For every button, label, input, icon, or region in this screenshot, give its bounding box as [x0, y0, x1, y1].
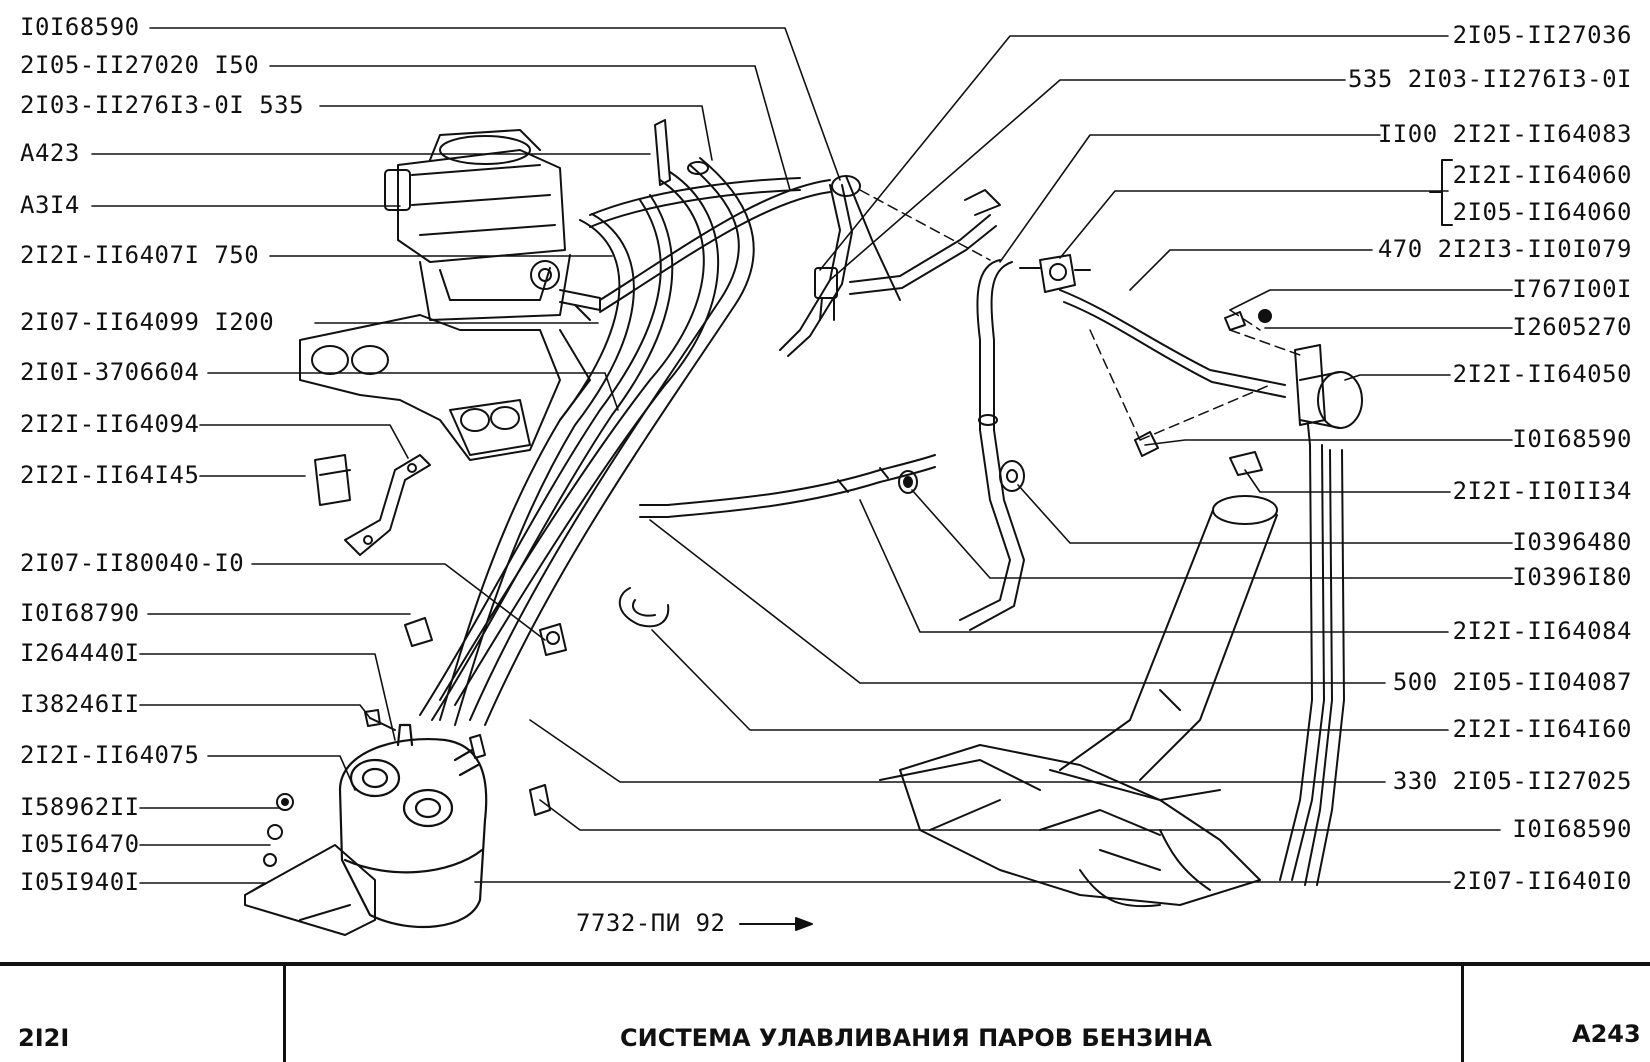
left-label: 2I07-II80040-I0	[20, 549, 245, 577]
left-label: I58962II	[20, 793, 140, 821]
screws	[364, 709, 486, 759]
right-label: 2I05-II27036	[1452, 21, 1632, 49]
left-label: I0I68590	[20, 13, 140, 41]
right-label: I0396I80	[1512, 563, 1632, 591]
assembly-arrows	[859, 189, 1301, 441]
right-label: I0I68590	[1512, 425, 1632, 453]
carburetor	[384, 129, 601, 321]
right-label: 535 2I03-II276I3-0I	[1347, 65, 1632, 93]
left-label: 2I07-II64099 I200	[20, 308, 275, 336]
right-label: 2I05-II64060	[1452, 198, 1632, 226]
horizontal-hose	[639, 454, 936, 518]
title-block-sheet-cell: A243	[1464, 966, 1650, 1062]
left-label: 2I2I-II64I45	[20, 461, 200, 489]
drawing-title: СИСТЕМА УЛАВЛИВАНИЯ ПАРОВ БЕНЗИНА	[620, 1024, 1212, 1052]
canister-bracket	[244, 793, 376, 936]
title-block-model-cell: 2I2I	[0, 966, 286, 1062]
right-label: I0396480	[1512, 528, 1632, 556]
fuel-filler-neck	[1049, 495, 1278, 801]
exploded-parts-drawing	[91, 27, 1513, 936]
left-label: I05I6470	[20, 830, 140, 858]
left-label: I264440I	[20, 639, 140, 667]
fittings-top	[654, 119, 1001, 216]
fuel-tank	[879, 744, 1261, 908]
charcoal-canister	[338, 723, 488, 929]
separator-hoses	[959, 259, 1286, 631]
left-label: I05I940I	[20, 868, 140, 896]
right-label: 2I07-II640I0	[1452, 867, 1632, 895]
vapor-separator	[1294, 344, 1363, 446]
clamps-upper-right	[1134, 309, 1272, 476]
right-label: 2I2I-II64050	[1452, 360, 1632, 388]
bracket-left	[344, 454, 431, 556]
left-label: 2I03-II276I3-0I 535	[20, 91, 305, 119]
right-label: 2I2I-II0II34	[1452, 477, 1632, 505]
title-block: 2I2I СИСТЕМА УЛАВЛИВАНИЯ ПАРОВ БЕНЗИНА A…	[0, 962, 1650, 1062]
left-label: I38246II	[20, 690, 140, 718]
model-number: 2I2I	[18, 1024, 70, 1052]
left-label: A3I4	[20, 191, 80, 219]
drawing-code-arrow	[739, 917, 813, 931]
right-label: 2I2I-II64I60	[1452, 715, 1632, 743]
right-label: 2I2I-II64084	[1452, 617, 1632, 645]
check-valve	[1019, 254, 1091, 293]
left-label: 2I0I-3706604	[20, 358, 200, 386]
left-label: 2I2I-II6407I 750	[20, 241, 260, 269]
left-label: I0I68790	[20, 599, 140, 627]
right-label: 500 2I05-II04087	[1392, 668, 1632, 696]
clamps-lower	[314, 454, 567, 816]
left-label: A423	[20, 139, 80, 167]
drawing-code: 7732-ПИ 92	[576, 909, 726, 937]
sheet-number: A243	[1572, 1020, 1641, 1048]
intake-manifold	[299, 314, 591, 461]
grommets-middle	[618, 460, 1025, 628]
title-block-title-cell: СИСТЕМА УЛАВЛИВАНИЯ ПАРОВ БЕНЗИНА	[286, 966, 1464, 1062]
right-label: II00 2I2I-II64083	[1377, 120, 1632, 148]
right-label: I2605270	[1512, 313, 1632, 341]
left-label: 2I2I-II64094	[20, 410, 200, 438]
fuel-lines-right	[1279, 444, 1345, 886]
right-label: I0I68590	[1512, 815, 1632, 843]
right-label: I767I00I	[1512, 275, 1632, 303]
tee-fitting-and-hoses	[779, 175, 997, 357]
right-label: 470 2I2I3-II0I079	[1377, 235, 1632, 263]
right-label: 2I2I-II64060	[1452, 161, 1632, 189]
hose-bundle	[419, 157, 831, 726]
left-leader-lines	[91, 27, 841, 896]
right-leader-lines	[474, 35, 1513, 883]
left-label: 2I05-II27020 I50	[20, 51, 260, 79]
right-label: 330 2I05-II27025	[1392, 767, 1632, 795]
label-brace	[1429, 159, 1453, 226]
left-label: 2I2I-II64075	[20, 741, 200, 769]
